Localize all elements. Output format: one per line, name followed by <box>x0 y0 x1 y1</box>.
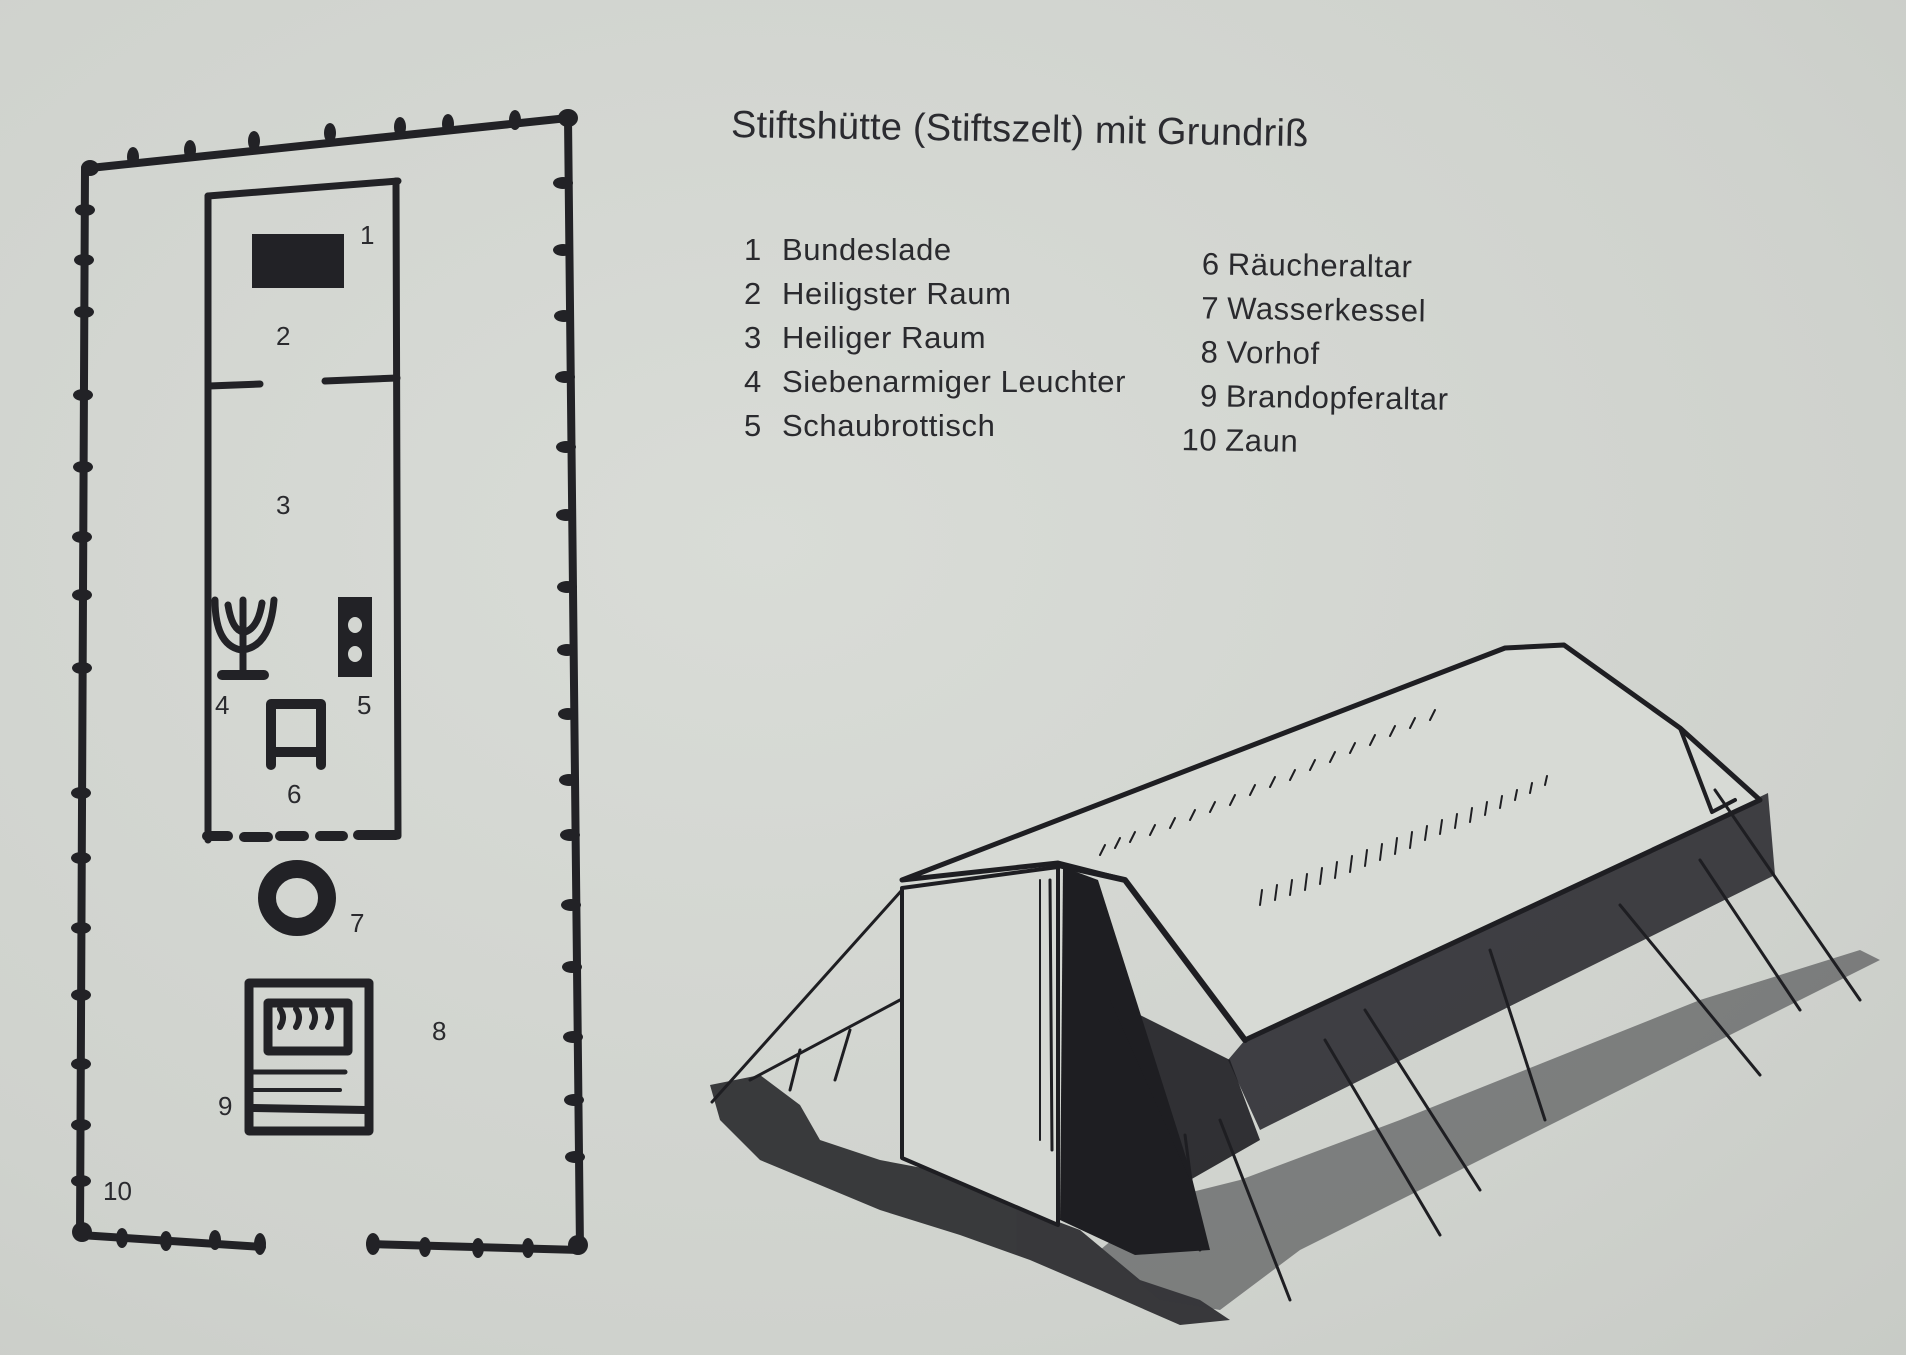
plan-label-3: 3 <box>276 490 290 520</box>
legend-number: 3 <box>744 320 762 355</box>
legend-number: 1 <box>744 232 762 267</box>
burnt-offering-altar-icon <box>244 978 374 1136</box>
legend-item: 5 Schaubrottisch <box>744 408 1126 452</box>
fence-posts <box>71 109 588 1258</box>
tent-illustration <box>710 642 1880 1325</box>
legend-label: Siebenarmiger Leuchter <box>782 364 1127 399</box>
legend-item: 2 Heiligster Raum <box>744 276 1126 320</box>
incense-altar-icon <box>266 699 326 770</box>
plan-label-4: 4 <box>215 690 229 720</box>
legend-left-column: 1 Bundeslade 2 Heiligster Raum 3 Heiliger R… <box>744 232 1126 452</box>
legend-number: 7 <box>1201 290 1220 326</box>
legend-number: 10 <box>1181 422 1218 458</box>
basin-icon <box>258 860 336 936</box>
plan-label-9: 9 <box>218 1091 232 1121</box>
ark-icon <box>252 234 344 288</box>
floor-plan: 1 2 3 4 5 6 7 8 9 10 <box>71 109 588 1258</box>
plan-label-10: 10 <box>103 1176 132 1206</box>
plan-label-7: 7 <box>350 908 364 938</box>
roof-stitching <box>1099 709 1548 906</box>
plan-label-1: 1 <box>360 220 374 250</box>
plan-label-6: 6 <box>287 779 301 809</box>
tent-ropes <box>710 788 1862 1302</box>
plan-label-2: 2 <box>276 321 290 351</box>
legend-label: Brandopferaltar <box>1225 378 1449 417</box>
legend-number: 5 <box>744 408 762 443</box>
legend-number: 9 <box>1199 378 1219 414</box>
legend-item: 4 Siebenarmiger Leuchter <box>744 364 1126 408</box>
page-title: Stiftshütte (Stiftszelt) mit Grundriß <box>730 104 1309 156</box>
legend-label: Räucheraltar <box>1227 246 1413 285</box>
legend-label: Wasserkessel <box>1226 290 1427 329</box>
tent-front-face <box>900 865 1060 1227</box>
legend-label: Heiligster Raum <box>782 276 1012 311</box>
tabernacle-walls <box>202 177 402 844</box>
tent-front-shadow <box>1060 867 1210 1255</box>
plan-label-8: 8 <box>432 1016 446 1046</box>
tent-side-wall <box>1228 793 1775 1130</box>
menorah-icon <box>211 596 278 680</box>
legend-item: 1 Bundeslade <box>744 232 1126 276</box>
legend-label: Vorhof <box>1226 334 1320 371</box>
legend-label: Schaubrottisch <box>782 408 996 443</box>
legend-number: 4 <box>744 364 762 399</box>
legend-number: 2 <box>744 276 762 311</box>
legend-label: Bundeslade <box>782 232 952 267</box>
showbread-table-icon <box>338 597 372 677</box>
legend-number: 8 <box>1200 334 1219 370</box>
legend-label: Heiliger Raum <box>782 320 987 355</box>
legend-number: 6 <box>1201 246 1220 282</box>
plan-label-5: 5 <box>357 690 371 720</box>
ground-shading <box>710 950 1880 1325</box>
legend-label: Zaun <box>1225 422 1299 459</box>
legend-item: 3 Heiliger Raum <box>744 320 1126 364</box>
